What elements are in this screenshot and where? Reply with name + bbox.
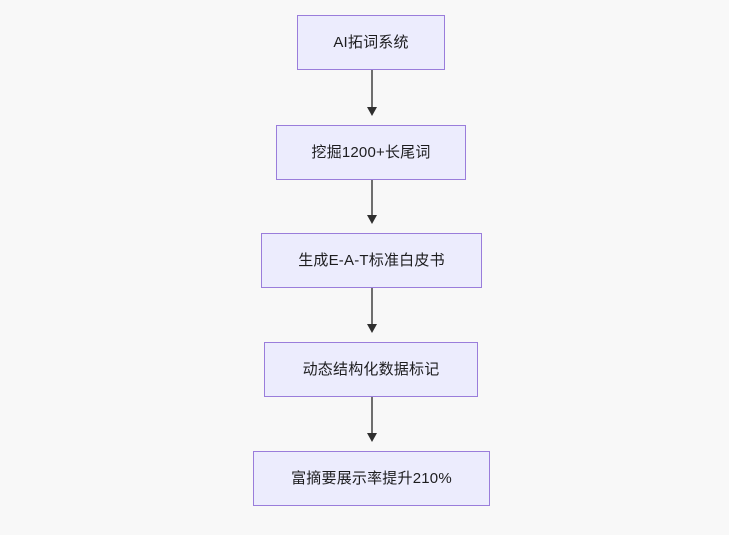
edge-n2-to-n3: [367, 180, 377, 224]
flowchart-node-n4[interactable]: 动态结构化数据标记: [264, 342, 478, 397]
arrowhead-icon: [367, 107, 377, 116]
flowchart-node-n3[interactable]: 生成E-A-T标准白皮书: [261, 233, 482, 288]
arrowhead-icon: [367, 324, 377, 333]
edge-n1-to-n2: [367, 70, 377, 116]
edge-line: [371, 180, 373, 216]
flowchart-node-n2[interactable]: 挖掘1200+长尾词: [276, 125, 466, 180]
edge-line: [371, 397, 373, 434]
edge-n3-to-n4: [367, 288, 377, 333]
arrowhead-icon: [367, 215, 377, 224]
flowchart-node-n1[interactable]: AI拓词系统: [297, 15, 445, 70]
arrowhead-icon: [367, 433, 377, 442]
flowchart-node-n5[interactable]: 富摘要展示率提升210%: [253, 451, 490, 506]
edge-n4-to-n5: [367, 397, 377, 442]
edge-line: [371, 288, 373, 325]
edge-line: [371, 70, 373, 108]
